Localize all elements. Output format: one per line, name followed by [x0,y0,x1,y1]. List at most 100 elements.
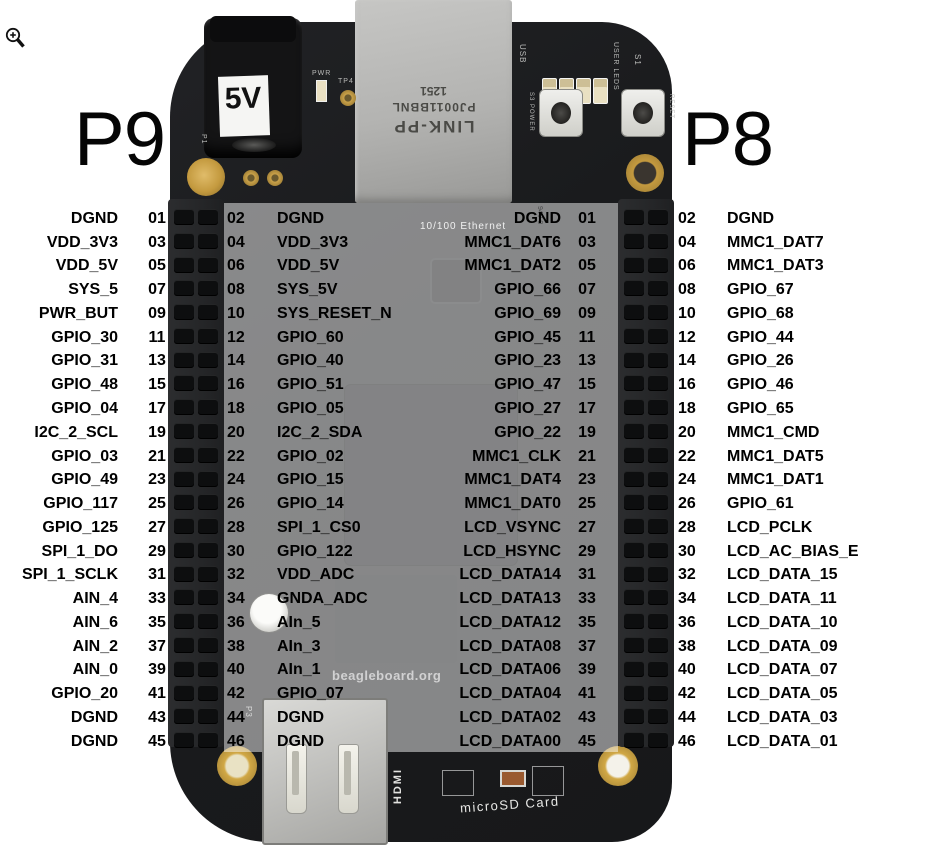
pin-socket [648,684,668,701]
pin-name-left: DGND [70,708,118,726]
pin-name-left: GPIO_23 [494,352,561,370]
pin-number-right: 08 [227,281,245,299]
label-overlay-band [224,203,618,752]
pin-name-left: SPI_1_DO [41,542,118,560]
pin-number-right: 14 [678,352,696,370]
pin-socket [624,708,644,725]
pin-name-right: AIn_1 [277,661,321,679]
pin-name-right: SYS_5V [277,281,338,299]
pin-number-right: 30 [678,542,696,560]
pin-number-right: 24 [678,471,696,489]
pin-number-right: 04 [227,233,245,251]
pin-number-right: 14 [227,352,245,370]
pin-name-right: GPIO_68 [727,304,794,322]
pin-number-right: 44 [678,708,696,726]
pin-name-left: LCD_DATA08 [459,637,561,655]
pin-number-left: 09 [148,304,166,322]
pin-number-right: 06 [678,257,696,275]
pin-socket [198,708,218,725]
pin-name-right: GPIO_60 [277,328,344,346]
pin-socket [198,375,218,392]
pin-socket [648,446,668,463]
pin-socket [174,446,194,463]
pin-number-left: 21 [578,447,596,465]
pin-number-left: 29 [578,542,596,560]
pin-socket [198,732,218,749]
pin-number-left: 13 [578,352,596,370]
pin-socket [174,518,194,535]
pin-socket [174,708,194,725]
pin-socket [198,518,218,535]
pin-name-left: MMC1_DAT6 [464,233,561,251]
ethernet-jack-brand: LINK-PP [392,117,475,136]
usb-contact [286,744,307,814]
pin-socket [624,399,644,416]
resistor-cluster [442,770,474,796]
pin-socket [648,399,668,416]
tp4-testpoint [340,90,356,106]
pin-number-left: 37 [578,637,596,655]
pin-number-right: 38 [678,637,696,655]
pin-name-left: GPIO_27 [494,400,561,417]
pin-socket [174,589,194,606]
pin-number-left: 45 [148,732,166,750]
pin-socket [648,637,668,654]
pin-socket [174,232,194,249]
resistor-cluster [532,766,564,796]
pin-name-right: LCD_DATA_03 [727,708,838,726]
pin-name-right: GPIO_61 [727,495,794,513]
pin-socket [198,684,218,701]
pin-number-left: 17 [148,400,166,417]
pin-name-left: LCD_DATA14 [459,566,561,584]
pin-socket [624,541,644,558]
pin-name-left: LCD_DATA02 [459,708,561,726]
pin-name-right: I2C_2_SDA [277,423,363,441]
pin-name-right: SPI_1_CS0 [277,518,361,536]
s1-silkscreen: S1 [633,54,642,66]
pin-socket [174,565,194,582]
pin-name-left: AIN_6 [72,613,118,631]
pin-socket [624,684,644,701]
pin-name-right: MMC1_DAT1 [727,471,824,489]
pin-socket [198,637,218,654]
pin-socket [624,304,644,321]
pin-number-left: 15 [578,376,596,394]
pin-name-right: GPIO_67 [727,281,794,299]
pin-socket [648,232,668,249]
user-leds-silkscreen: USER LEDS [612,42,619,91]
pin-socket [198,660,218,677]
pin-socket [174,732,194,749]
pin-name-left: GPIO_125 [42,518,118,536]
p8-title: P8 [682,97,774,182]
pin-name-left: GPIO_47 [494,376,561,394]
pin-name-left: VDD_3V3 [46,233,118,251]
pin-name-right: LCD_DATA_11 [727,590,837,608]
pin-socket [624,589,644,606]
pin-socket [624,327,644,344]
pin-socket [648,304,668,321]
zoom-in-cursor-icon [5,27,25,48]
pin-number-right: 42 [227,685,245,703]
pin-number-left: 25 [148,495,166,513]
pin-number-right: 02 [227,209,245,227]
pin-socket [624,518,644,535]
pin-socket [648,423,668,440]
pin-name-left: DGND [513,209,561,227]
pin-number-right: 10 [678,304,696,322]
pin-name-left: VDD_5V [55,257,118,275]
pin-name-right: LCD_DATA_15 [727,566,838,584]
